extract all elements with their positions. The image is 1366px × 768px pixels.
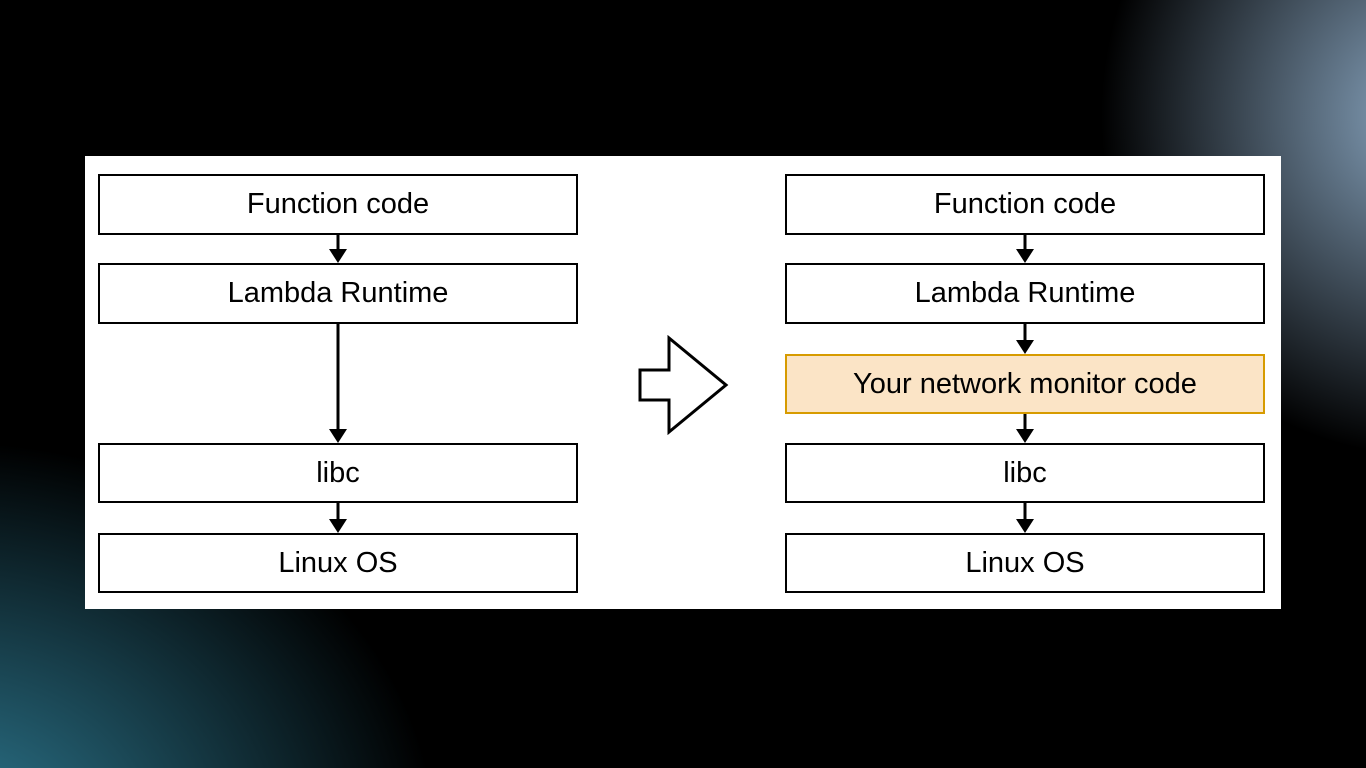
down-arrow-icon [328, 324, 348, 443]
node-function-code-left: Function code [98, 174, 578, 235]
arrow-head [329, 519, 347, 533]
down-arrow-icon [1015, 414, 1035, 443]
node-libc-left: libc [98, 443, 578, 503]
arrow-stem [1023, 503, 1027, 522]
node-linux-os-left: Linux OS [98, 533, 578, 593]
arrow-stem [336, 503, 340, 522]
down-arrow-icon [1015, 503, 1035, 533]
node-linux-os-right: Linux OS [785, 533, 1265, 593]
diagram-canvas: Function code Lambda Runtime libc Linux … [85, 156, 1281, 609]
arrow-head [1016, 519, 1034, 533]
arrow-head [329, 249, 347, 263]
node-lambda-runtime-left: Lambda Runtime [98, 263, 578, 324]
node-libc-right: libc [785, 443, 1265, 503]
down-arrow-icon [1015, 324, 1035, 354]
arrow-head [329, 429, 347, 443]
right-arrow-icon [638, 335, 729, 435]
arrow-stem [336, 324, 340, 432]
arrow-head [1016, 340, 1034, 354]
arrow-head [1016, 429, 1034, 443]
arrow-stem [1023, 414, 1027, 432]
node-network-monitor-code: Your network monitor code [785, 354, 1265, 414]
arrow-stem [1023, 324, 1027, 343]
down-arrow-icon [328, 503, 348, 533]
node-function-code-right: Function code [785, 174, 1265, 235]
arrow-head [1016, 249, 1034, 263]
node-lambda-runtime-right: Lambda Runtime [785, 263, 1265, 324]
arrow-stem [336, 235, 340, 252]
arrow-stem [1023, 235, 1027, 252]
down-arrow-icon [1015, 235, 1035, 263]
down-arrow-icon [328, 235, 348, 263]
